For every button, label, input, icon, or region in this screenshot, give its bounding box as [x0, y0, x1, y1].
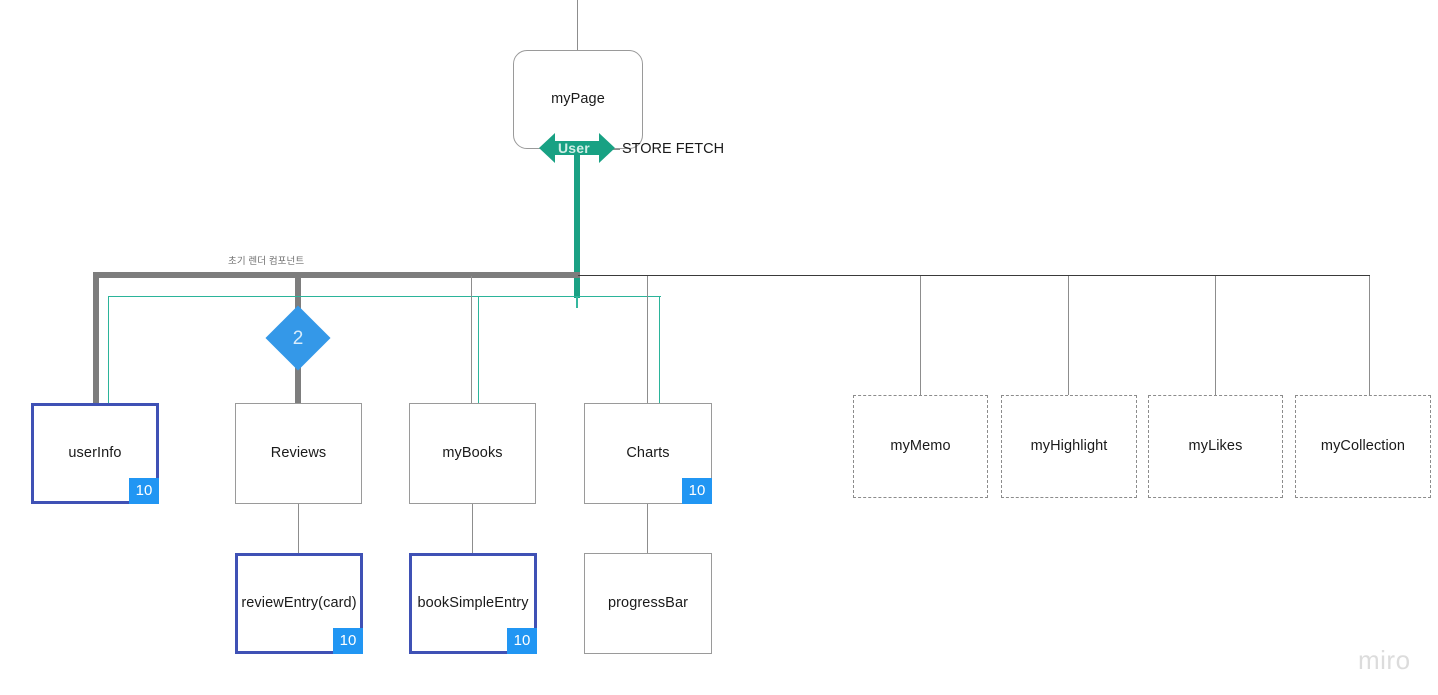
node-mymemo-label: myMemo	[890, 437, 951, 454]
connector-teal-bus-left	[108, 296, 580, 298]
connector-teal-bus-right	[478, 296, 661, 298]
connector-mybooks-to-booksimpleentry	[472, 504, 473, 553]
node-reviews-label: Reviews	[270, 444, 327, 461]
node-progressbar[interactable]: progressBar	[584, 553, 712, 654]
user-double-arrow-icon[interactable]	[539, 129, 615, 167]
connector-thin-drop-myhighlight	[1068, 276, 1069, 395]
node-reviewentry-label: reviewEntry(card)	[241, 594, 357, 611]
node-mypage-label: myPage	[551, 90, 605, 107]
miro-watermark: miro	[1358, 645, 1411, 675]
connector-charts-to-progressbar	[647, 504, 648, 553]
connector-thin-drop-mybooks	[471, 276, 472, 408]
node-mycollection[interactable]: myCollection	[1295, 395, 1431, 498]
user-marker-label: User	[558, 140, 590, 156]
node-mybooks-label: myBooks	[442, 444, 503, 461]
connector-thin-drop-charts	[647, 276, 648, 408]
node-mybooks[interactable]: myBooks	[409, 403, 536, 504]
node-booksimpleentry-label: bookSimpleEntry	[417, 594, 529, 611]
node-myhighlight-label: myHighlight	[1030, 437, 1108, 454]
connector-gray-bus	[93, 272, 580, 278]
node-booksimpleentry-badge: 10	[507, 628, 537, 654]
connector-gray-drop-userinfo	[93, 272, 99, 408]
initial-render-note: 초기 렌더 컴포넌트	[228, 256, 305, 267]
connector-reviews-to-reviewentry	[298, 504, 299, 553]
node-myhighlight[interactable]: myHighlight	[1001, 395, 1137, 498]
node-mycollection-label: myCollection	[1320, 437, 1406, 454]
node-reviewentry-badge: 10	[333, 628, 363, 654]
store-fetch-label: STORE FETCH	[622, 141, 725, 157]
connector-thin-drop-mymemo	[920, 276, 921, 395]
node-reviewentry[interactable]: reviewEntry(card) 10	[235, 553, 363, 654]
node-userinfo-label: userInfo	[68, 444, 122, 461]
node-mylikes[interactable]: myLikes	[1148, 395, 1283, 498]
connector-teal-trunk	[574, 150, 580, 298]
node-progressbar-label: progressBar	[607, 594, 689, 611]
node-mylikes-label: myLikes	[1188, 437, 1243, 454]
connector-teal-drop-charts	[659, 296, 661, 408]
node-charts-badge: 10	[682, 478, 712, 504]
connector-thin-drop-mycollection	[1369, 276, 1370, 395]
node-mymemo[interactable]: myMemo	[853, 395, 988, 498]
gate-diamond-label: 2	[292, 328, 304, 349]
connector-dark-bus	[578, 275, 1370, 277]
connector-root-top	[577, 0, 578, 50]
node-userinfo[interactable]: userInfo 10	[31, 403, 159, 504]
node-userinfo-badge: 10	[129, 478, 159, 504]
node-charts-label: Charts	[626, 444, 670, 461]
node-booksimpleentry[interactable]: bookSimpleEntry 10	[409, 553, 537, 654]
connector-teal-drop-mybooks	[478, 296, 480, 408]
connector-teal-drop-userinfo	[108, 296, 110, 408]
node-charts[interactable]: Charts 10	[584, 403, 712, 504]
node-reviews[interactable]: Reviews	[235, 403, 362, 504]
connector-thin-drop-mylikes	[1215, 276, 1216, 395]
connector-teal-trunk-tail	[576, 296, 578, 308]
